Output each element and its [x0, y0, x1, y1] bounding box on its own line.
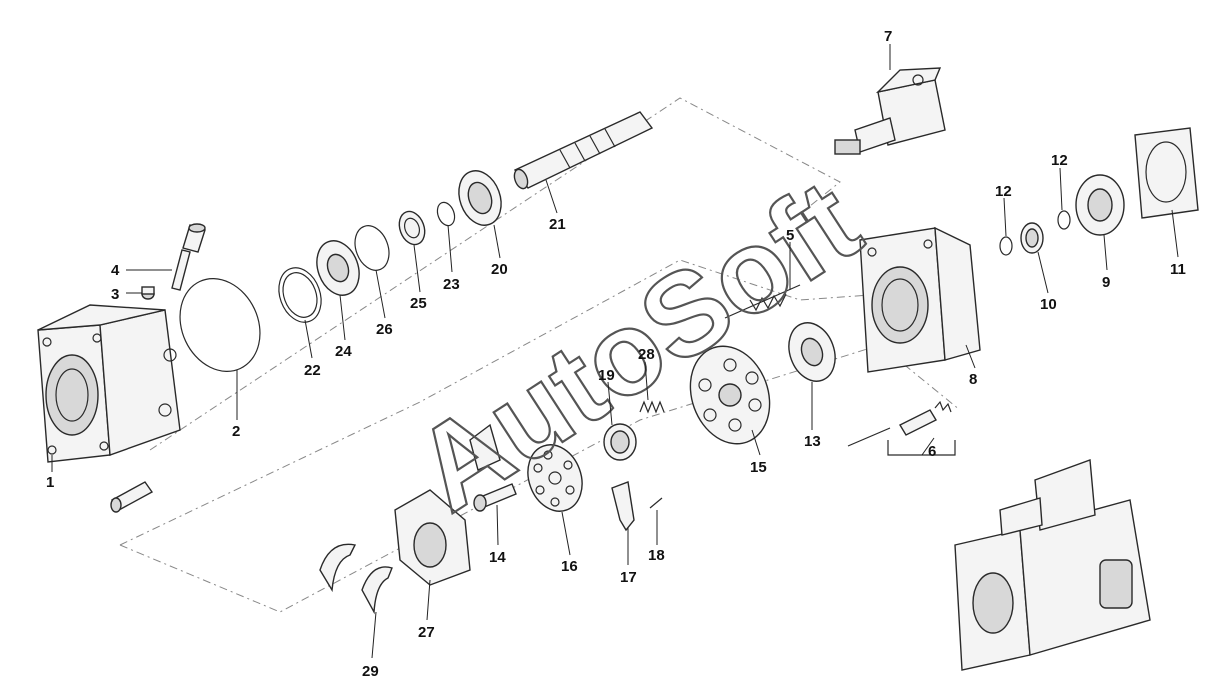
callout-19: 19: [598, 367, 615, 384]
part-4-pin: [171, 223, 206, 291]
part-19-sleeve: [603, 423, 637, 461]
part-29-cradle-bearing-b: [361, 566, 393, 615]
part-26-ring: [354, 225, 390, 271]
part-22-circlip: [278, 267, 322, 323]
callout-8: 8: [969, 371, 977, 388]
part-2-o-ring: [179, 278, 261, 372]
part-16-retaining-plate: [527, 444, 583, 512]
callout-18: 18: [648, 547, 665, 564]
callout-9: 9: [1102, 274, 1110, 291]
callout-labels: 1 2 3 4 5 6 7 8 9 10 11 12 12 13 14 15 1…: [46, 28, 1186, 680]
callout-23: 23: [443, 276, 460, 293]
part-12-ring-a: [999, 236, 1013, 256]
part-14-piston: [473, 483, 517, 512]
callout-11: 11: [1170, 261, 1186, 278]
part-27-swashplate: [394, 423, 501, 586]
callout-6: 6: [928, 443, 936, 460]
callout-13: 13: [804, 433, 821, 450]
callout-27: 27: [418, 624, 435, 641]
part-1-flange-housing: [37, 304, 181, 463]
callout-12a: 12: [995, 183, 1012, 200]
assembled-pump-image: [954, 459, 1151, 671]
callout-20: 20: [491, 261, 508, 278]
part-18-pin: [649, 497, 663, 509]
callout-10: 10: [1040, 296, 1057, 313]
callout-leaders: [51, 44, 1179, 659]
part-17-lever: [611, 481, 635, 532]
callout-16: 16: [561, 558, 578, 575]
part-25-washer: [398, 210, 426, 246]
part-21-shaft: [513, 111, 654, 190]
callout-7: 7: [884, 28, 892, 45]
callout-24: 24: [335, 343, 352, 360]
part-11-end-plate: [1134, 127, 1199, 219]
callout-26: 26: [376, 321, 393, 338]
callout-25: 25: [410, 295, 427, 312]
part-6-pin-assembly: [847, 400, 956, 456]
callout-22: 22: [304, 362, 321, 379]
part-10-bearing: [1020, 222, 1044, 254]
part-5-adjuster: [724, 284, 801, 319]
callout-5: 5: [786, 227, 794, 244]
callout-4: 4: [111, 262, 120, 279]
callout-21: 21: [549, 216, 566, 233]
part-29-cradle-bearing-a: [319, 543, 357, 593]
callout-29: 29: [362, 663, 379, 680]
callout-17: 17: [620, 569, 637, 586]
part-15-cylinder-block: [689, 345, 771, 445]
callout-14: 14: [489, 549, 506, 566]
part-1-bolt: [110, 481, 154, 513]
part-20-bearing: [458, 170, 502, 226]
part-8-rear-housing: [859, 226, 981, 373]
part-12-ring-b: [1057, 210, 1071, 230]
callout-1: 1: [46, 474, 54, 491]
part-23-snap-ring: [436, 201, 456, 227]
part-9-cover: [1075, 174, 1125, 236]
part-3-plug: [141, 286, 155, 300]
callout-28: 28: [638, 346, 655, 363]
part-24-seal: [316, 240, 360, 296]
callout-15: 15: [750, 459, 767, 476]
part-13-valve-plate: [788, 322, 836, 382]
part-28-spring: [639, 400, 665, 414]
part-7-control-valve: [834, 67, 946, 155]
callout-12b: 12: [1051, 152, 1068, 169]
callout-3: 3: [111, 286, 119, 303]
callout-2: 2: [232, 423, 240, 440]
